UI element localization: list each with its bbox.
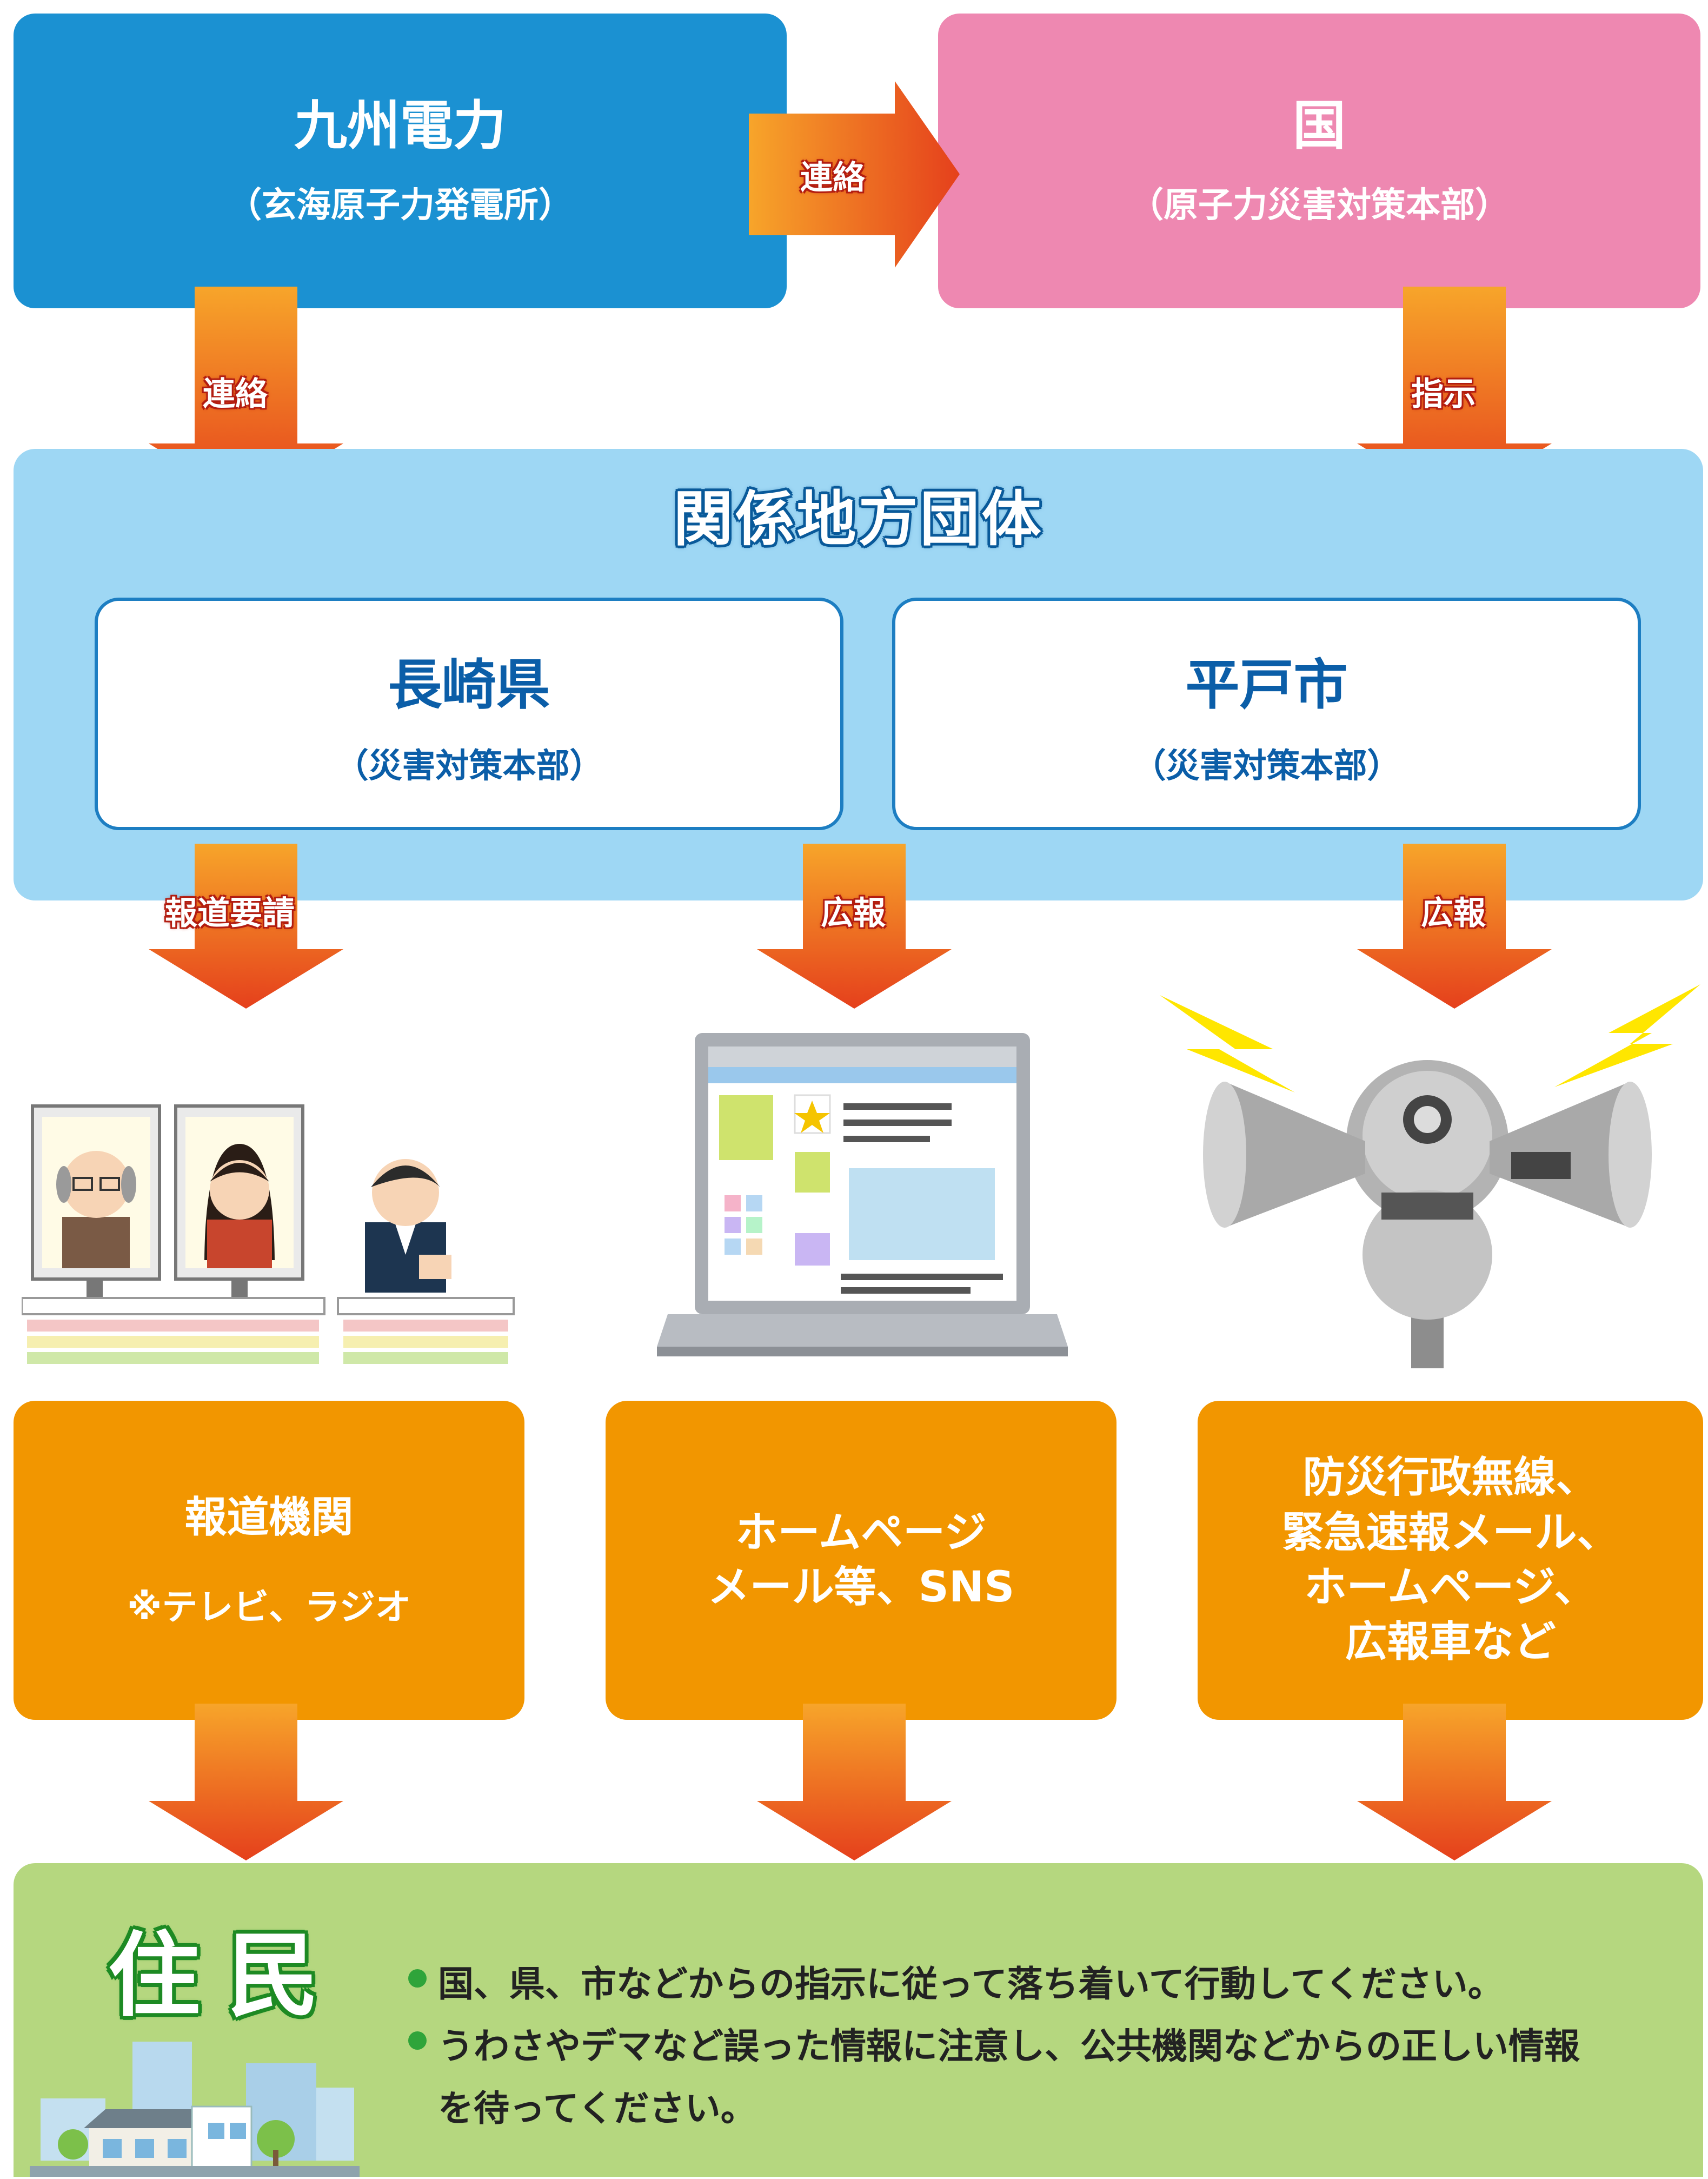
web-line-1: ホームページ bbox=[735, 1508, 987, 1557]
kuni-title: 国 bbox=[1292, 95, 1346, 157]
arrow-to-media: 報道要請 bbox=[149, 844, 343, 1009]
radio-box: 防災行政無線、 緊急速報メール、 ホームページ、 広報車など bbox=[1198, 1401, 1703, 1720]
arrow-media-to-residents bbox=[149, 1704, 343, 1860]
web-line-2: メール等、SNS bbox=[707, 1563, 1015, 1612]
notice-bullet-1 bbox=[408, 1969, 427, 1988]
radio-line-2: 緊急速報メール、 bbox=[1281, 1508, 1619, 1557]
arrow-label-houdou-yousei: 報道要請 bbox=[165, 895, 295, 932]
kyushu-electric-box: 九州電力 （玄海原子力発電所） bbox=[14, 14, 787, 308]
nagasaki-subtitle: （災害対策本部） bbox=[335, 746, 603, 785]
arrow-label-renraku-2: 連絡 bbox=[203, 375, 268, 413]
media-box: 報道機関 ※テレビ、ラジオ bbox=[14, 1401, 524, 1720]
kuni-subtitle: （原子力災害対策本部） bbox=[1129, 185, 1510, 226]
arrow-label-shiji: 指示 bbox=[1411, 375, 1476, 413]
arrow-to-web: 広報 bbox=[757, 844, 952, 1009]
kyushu-subtitle: （玄海原子力発電所） bbox=[227, 185, 573, 226]
notice-bullet-2 bbox=[408, 2031, 427, 2050]
arrow-to-radio: 広報 bbox=[1357, 844, 1552, 1009]
hirado-city-box: 平戸市 （災害対策本部） bbox=[892, 598, 1641, 830]
web-box: ホームページ メール等、SNS bbox=[606, 1401, 1116, 1720]
town-illustration bbox=[30, 2034, 360, 2179]
media-title: 報道機関 bbox=[184, 1493, 354, 1542]
arrow-kyushu-to-kuni: 連絡 bbox=[749, 81, 960, 268]
loudspeaker-illustration bbox=[1154, 973, 1706, 1370]
arrow-radio-to-residents bbox=[1357, 1704, 1552, 1860]
radio-line-1: 防災行政無線、 bbox=[1302, 1453, 1598, 1502]
residents-title: 住民 bbox=[108, 1923, 347, 2030]
notice-line-2: うわさやデマなど誤った情報に注意し、公共機関などからの正しい情報 bbox=[438, 2025, 1580, 2067]
arrow-web-to-residents bbox=[757, 1704, 952, 1860]
news-anchors-illustration bbox=[21, 1092, 535, 1370]
laptop-illustration bbox=[657, 1022, 1068, 1365]
arrow-label-kouhou-1: 広報 bbox=[821, 895, 886, 932]
arrow-label-kouhou-2: 広報 bbox=[1421, 895, 1486, 932]
media-note: ※テレビ、ラジオ bbox=[127, 1586, 411, 1628]
hirado-subtitle: （災害対策本部） bbox=[1132, 746, 1401, 785]
notice-line-1: 国、県、市などからの指示に従って落ち着いて行動してください。 bbox=[438, 1963, 1504, 2005]
nagasaki-title: 長崎県 bbox=[388, 653, 550, 717]
arrow-label-renraku-1: 連絡 bbox=[800, 159, 865, 197]
radio-line-3: ホームページ、 bbox=[1304, 1563, 1597, 1612]
kyushu-title: 九州電力 bbox=[294, 95, 506, 157]
local-governments-title: 関係地方団体 bbox=[673, 485, 1044, 554]
radio-line-4: 広報車など bbox=[1345, 1618, 1556, 1667]
notice-line-3: を待ってください。 bbox=[438, 2088, 756, 2129]
nagasaki-prefecture-box: 長崎県 （災害対策本部） bbox=[95, 598, 843, 830]
hirado-title: 平戸市 bbox=[1185, 653, 1348, 717]
national-government-box: 国 （原子力災害対策本部） bbox=[938, 14, 1700, 308]
